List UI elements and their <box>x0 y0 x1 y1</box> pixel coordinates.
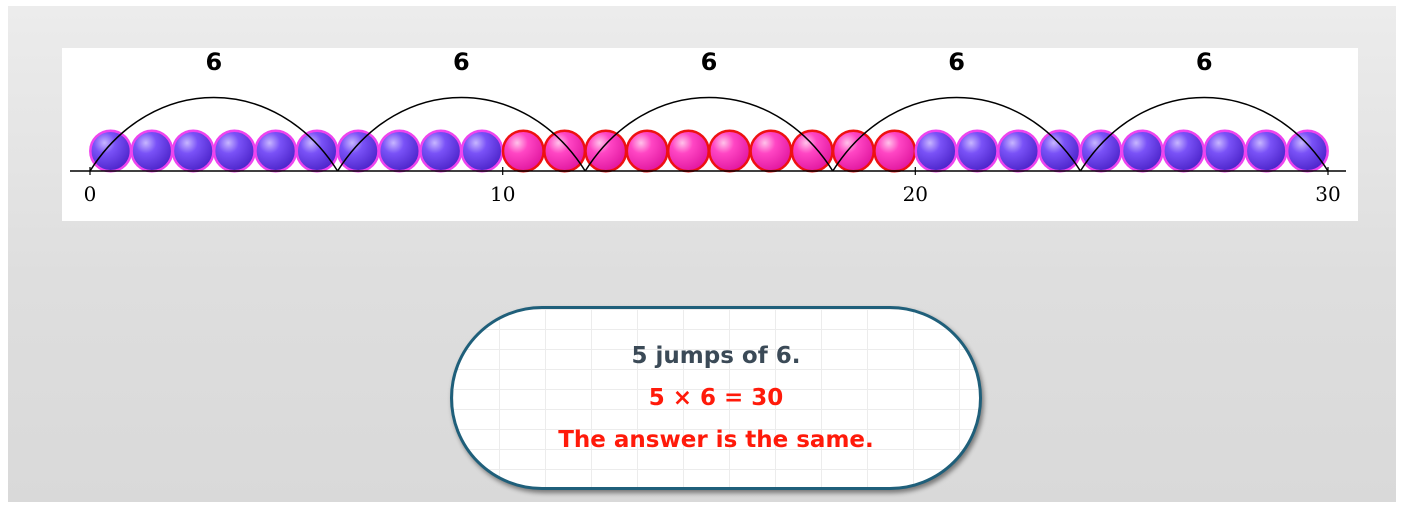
purple-counter <box>419 129 463 173</box>
purple-counter <box>295 129 339 173</box>
pink-counter <box>543 129 587 173</box>
tick-label: 10 <box>490 182 515 206</box>
purple-counter <box>914 129 958 173</box>
callout-equation-text: 5 × 6 = 30 <box>648 385 784 411</box>
jump-label: 6 <box>453 48 470 76</box>
purple-counter <box>89 129 133 173</box>
jump-arc <box>584 96 834 172</box>
pink-counter <box>749 129 793 173</box>
pink-counter <box>501 129 545 173</box>
purple-counter <box>1162 129 1206 173</box>
labels-group: 6 6 6 6 6 0 10 20 30 <box>84 48 1341 206</box>
jump-arc <box>832 96 1082 172</box>
pink-counter <box>584 129 628 173</box>
summary-callout: 5 jumps of 6. 5 × 6 = 30 The answer is t… <box>450 306 982 490</box>
number-line-panel: 6 6 6 6 6 0 10 20 30 <box>62 48 1358 221</box>
jump-label: 6 <box>1196 48 1213 76</box>
purple-counter <box>460 129 504 173</box>
jump-arc <box>89 96 339 172</box>
tick-label: 0 <box>84 182 97 206</box>
purple-counter <box>996 129 1041 173</box>
pink-counter <box>873 129 917 173</box>
number-line-diagram: 6 6 6 6 6 0 10 20 30 <box>70 48 1346 206</box>
purple-counter <box>1079 129 1123 173</box>
purple-counter <box>1244 129 1288 173</box>
pink-counter <box>708 129 752 173</box>
purple-counter <box>1285 129 1329 173</box>
purple-counter <box>1203 129 1247 173</box>
jump-arcs-group <box>89 96 1329 172</box>
purple-counter <box>212 129 256 173</box>
jump-label: 6 <box>205 48 222 76</box>
slide-background: 6 6 6 6 6 0 10 20 30 5 jumps of 6. 5 × 6 = 30 Th… <box>8 6 1396 502</box>
purple-counter <box>1038 129 1082 173</box>
purple-counter <box>254 129 298 173</box>
jump-arc <box>1079 96 1329 172</box>
tick-label: 30 <box>1315 182 1340 206</box>
purple-counter <box>336 129 380 173</box>
callout-jumps-text: 5 jumps of 6. <box>631 343 801 369</box>
pink-counter <box>625 129 669 173</box>
pink-counter <box>831 129 875 173</box>
jump-label: 6 <box>701 48 718 76</box>
jump-arc <box>336 96 586 172</box>
purple-counter <box>377 129 422 173</box>
jump-label: 6 <box>948 48 965 76</box>
counters-group <box>89 129 1329 173</box>
purple-counter <box>1120 129 1164 173</box>
purple-counter <box>955 129 999 173</box>
pink-counter <box>790 129 834 173</box>
purple-counter <box>171 129 215 173</box>
purple-counter <box>130 129 174 173</box>
callout-conclusion-text: The answer is the same. <box>558 427 874 453</box>
pink-counter <box>666 129 710 173</box>
tick-label: 20 <box>903 182 928 206</box>
